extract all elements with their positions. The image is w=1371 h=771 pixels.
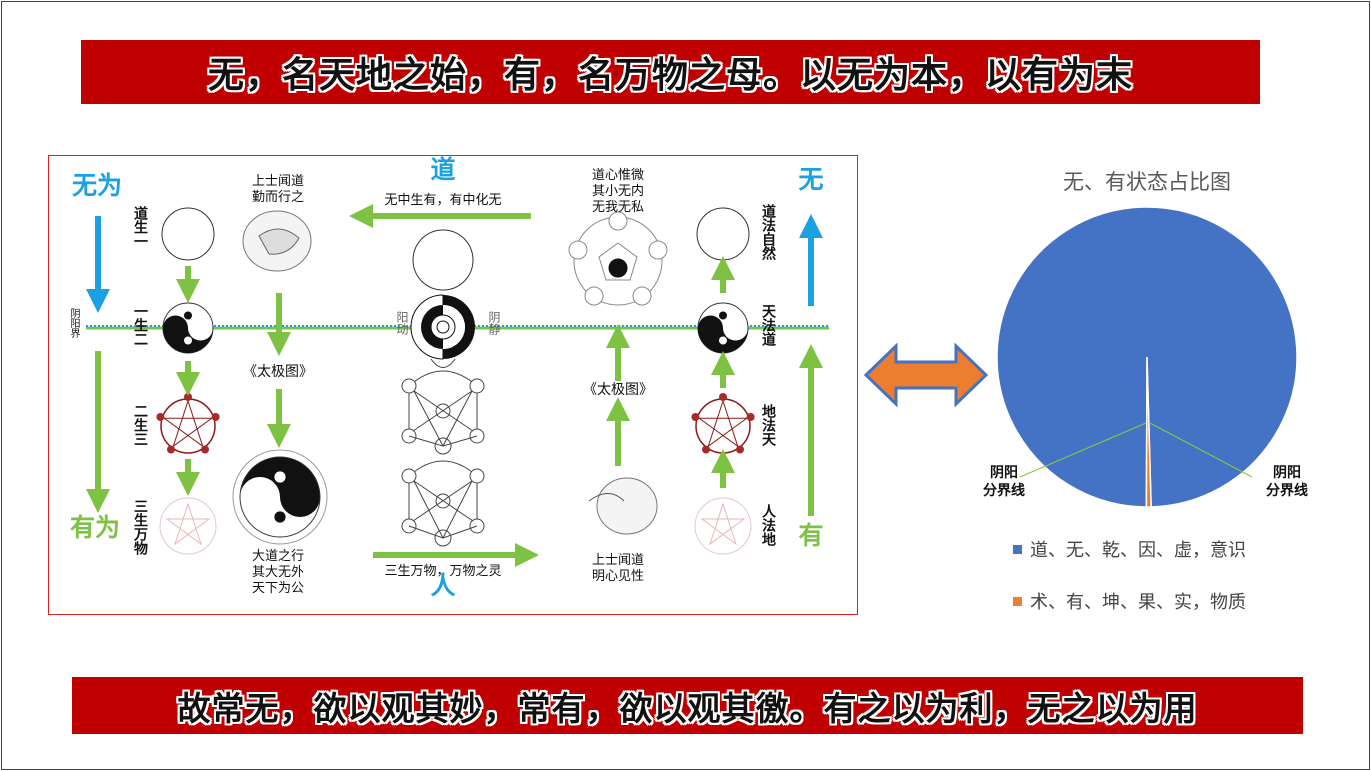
boundary-annotation-lines — [1019, 422, 1253, 478]
col5-label: 道法自然 — [760, 204, 776, 260]
annotation-right: 阴阳分界线 — [1266, 465, 1308, 499]
col1-label: 道生一 — [132, 206, 148, 248]
wuwei-label: 无为 — [71, 171, 123, 200]
col5-label: 天法道 — [760, 304, 776, 346]
pentagram-icon — [690, 392, 756, 455]
circle-icon — [161, 207, 215, 261]
bottom-banner: 故常无，欲以观其妙，常有，欲以观其徼。有之以为利，无之以为用 — [72, 677, 1303, 734]
legend-item: 道、无、乾、因、虚，意识 — [1013, 536, 1246, 562]
legend-label: 术、有、坤、果、实，物质 — [1030, 592, 1246, 613]
top-banner: 无，名天地之始，有，名万物之母。以无为本，以有为末 — [81, 40, 1260, 104]
faded-pentagram-icon — [159, 497, 217, 555]
dao-label: 道 — [430, 155, 456, 184]
circle-icon — [696, 207, 750, 261]
pie-slice — [1145, 356, 1152, 508]
center-bottom-caption: 三生万物，万物之灵 — [384, 564, 502, 579]
ren-label: 人 — [430, 571, 456, 600]
legend-swatch — [1013, 544, 1022, 554]
yin-yang-icon — [697, 302, 749, 354]
faded-pentagram-icon — [694, 497, 752, 555]
legend-label: 道、无、乾、因、虚，意识 — [1030, 540, 1246, 561]
col5-label: 人法地 — [760, 504, 776, 546]
youwei-label: 有为 — [69, 513, 121, 542]
center-top-caption: 无中生有，有中化无 — [384, 193, 502, 208]
col2-taiji-label: 《太极图》 — [243, 364, 313, 380]
col4-taiji-label: 《太极图》 — [583, 382, 653, 398]
concentric-taiji-icon — [410, 294, 475, 360]
col4-bottom-text: 上士闻道 明心见性 — [591, 553, 645, 584]
liuqin-wheel-icon — [568, 211, 668, 306]
taiji-wuxing-icon — [232, 449, 328, 545]
col4-top-text: 道心惟微 其小无内 无我无私 — [591, 168, 645, 215]
you-label: 有 — [798, 521, 824, 550]
head-sketch-icon — [588, 477, 658, 535]
col1-label: 三生万物 — [132, 499, 148, 555]
wuxing-network-icon — [401, 358, 485, 547]
boundary-label: 阴阳界 — [68, 308, 79, 338]
wuji-circle-icon — [412, 229, 474, 291]
col1-label: 二生三 — [132, 404, 148, 446]
yin-yang-icon — [162, 302, 214, 354]
double-arrow-icon — [863, 342, 989, 408]
head-sketch-icon — [242, 210, 312, 272]
annotation-left: 阴阳分界线 — [983, 465, 1025, 499]
yang-dong-label: 阳动 — [395, 311, 409, 335]
pentagram-icon — [155, 392, 221, 455]
col2-top-text: 上士闻道 勤而行之 — [251, 174, 305, 205]
col5-label: 地法天 — [760, 404, 776, 446]
legend-swatch — [1013, 596, 1022, 606]
pie-chart: 无、有状态占比图 阴阳分界线 阴阳分界线 — [983, 170, 1308, 508]
col2-bottom-text: 大道之行 其大无外 天下为公 — [251, 549, 305, 596]
top-banner-text: 无，名天地之始，有，名万物之母。以无为本，以有为末 — [207, 55, 1133, 96]
bottom-banner-text: 故常无，欲以观其妙，常有，欲以观其徼。有之以为利，无之以为用 — [177, 688, 1198, 728]
wu-label: 无 — [798, 165, 824, 194]
dao-diagram: 无为 有为 阴阳界 道生一 一生二 二生三 三生万物 上士闻道 勤而行之 《太极… — [48, 155, 858, 615]
yin-jing-label: 阴静 — [487, 311, 501, 335]
legend-item: 术、有、坤、果、实，物质 — [1013, 588, 1246, 614]
diagram-graphics — [86, 204, 829, 567]
chart-title: 无、有状态占比图 — [1063, 170, 1231, 194]
col1-label: 一生二 — [132, 304, 148, 346]
